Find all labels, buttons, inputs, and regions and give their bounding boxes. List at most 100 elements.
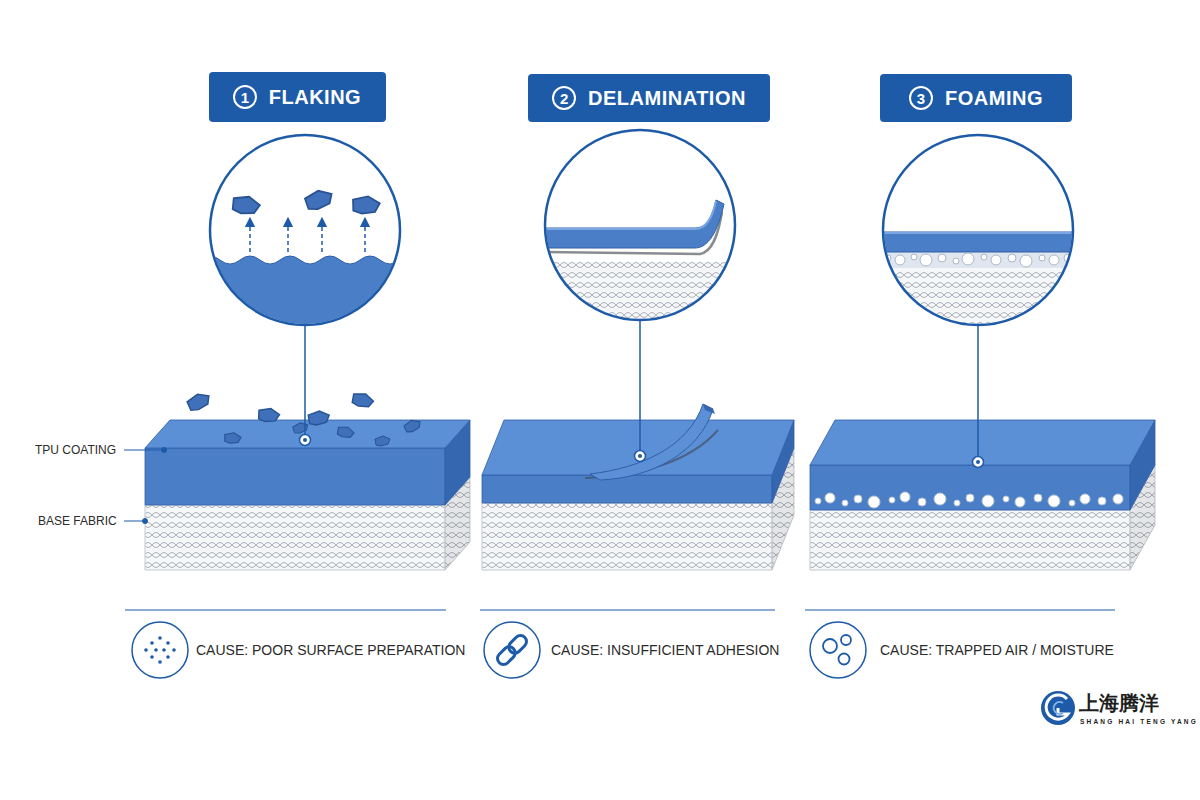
- part-label: TPU COATING: [35, 443, 116, 457]
- flaking-magnifier: [351, 194, 380, 216]
- foaming-block: [825, 493, 835, 503]
- foaming-magnifier: [1039, 255, 1045, 261]
- delamination-magnifier: [540, 200, 724, 248]
- heading-badge: 2 DELAMINATION: [528, 74, 770, 122]
- foaming-block: [954, 500, 960, 506]
- foaming-magnifier: [895, 255, 905, 265]
- foaming-block: [842, 500, 848, 506]
- bubbles-icon: [839, 654, 850, 665]
- delamination-block: [590, 404, 713, 480]
- separator-line: [125, 610, 446, 611]
- separator-line: [480, 610, 775, 611]
- foaming-magnifier: [938, 254, 946, 262]
- dots-icon: [132, 622, 188, 678]
- part-label: BASE FABRIC: [38, 514, 117, 528]
- logo-mark: [1054, 702, 1063, 714]
- foaming-magnifier: [878, 130, 1078, 333]
- foaming-magnifier: [883, 135, 1073, 325]
- foaming-block: [854, 495, 862, 503]
- dots-icon: [166, 655, 170, 659]
- flaking-block: [223, 431, 241, 445]
- foaming-block: [815, 492, 1123, 508]
- foaming-magnifier: [962, 253, 974, 265]
- foaming-magnifier: [981, 254, 987, 260]
- flaking-magnifier: [321, 222, 323, 252]
- heading-badge: 1 FLAKING: [209, 72, 386, 122]
- dots-icon: [150, 655, 154, 659]
- dots-icon: [166, 641, 170, 645]
- flaking-magnifier: [250, 222, 365, 252]
- leader-line: [162, 448, 167, 453]
- heading-text: DELAMINATION: [588, 87, 746, 110]
- bubbles-icon: [810, 622, 866, 678]
- flaking-block: [145, 448, 445, 505]
- cause-text: CAUSE: TRAPPED AIR / MOISTURE: [880, 642, 1114, 658]
- flaking-block: [145, 505, 445, 570]
- foaming-block: [900, 492, 910, 502]
- delamination-block: [482, 503, 772, 570]
- flaking-block: [186, 392, 212, 412]
- separator-line: [125, 610, 1115, 611]
- foaming-block: [1113, 494, 1123, 504]
- delamination-magnifier: [540, 201, 716, 229]
- foaming-block: [1048, 495, 1060, 507]
- foaming-magnifier: [1020, 255, 1032, 267]
- delamination-magnifier: [545, 130, 735, 320]
- foaming-magnifier: [911, 254, 917, 260]
- dots-icon: [144, 636, 176, 664]
- delamination-magnifier: [639, 320, 641, 451]
- chain-icon: [506, 633, 529, 656]
- dots-icon: [132, 622, 188, 678]
- foaming-block: [1080, 494, 1090, 504]
- cause-text: CAUSE: INSUFFICIENT ADHESION: [551, 642, 779, 658]
- foaming-block: [815, 498, 821, 504]
- callout-number: 2: [552, 86, 576, 110]
- foaming-magnifier: [953, 258, 959, 264]
- foaming-block: [1098, 497, 1106, 505]
- delamination-magnifier: [540, 125, 740, 462]
- callout-number: 1: [233, 85, 257, 109]
- flaking-block: [292, 422, 308, 434]
- foaming-block: [1003, 496, 1009, 502]
- flaking-magnifier: [300, 435, 311, 446]
- foaming-block: [934, 493, 946, 505]
- flaking-block: [375, 436, 390, 446]
- foaming-block: [889, 497, 895, 503]
- foaming-block: [966, 494, 974, 502]
- dots-icon: [150, 641, 154, 645]
- foaming-block: [810, 465, 1130, 510]
- flaking-block: [350, 390, 375, 410]
- flaking-magnifier: [304, 325, 306, 435]
- foaming-magnifier: [878, 232, 1078, 252]
- foaming-block: [868, 496, 880, 508]
- foaming-magnifier: [973, 457, 984, 468]
- foaming-magnifier: [878, 268, 1078, 333]
- cause-text: CAUSE: POOR SURFACE PREPARATION: [196, 642, 465, 658]
- flaking-magnifier: [200, 130, 420, 446]
- flaking-magnifier: [287, 222, 289, 252]
- dots-icon: [172, 648, 176, 652]
- bubbles-icon: [823, 639, 837, 653]
- dots-icon: [158, 636, 162, 640]
- dots-icon: [144, 648, 148, 652]
- leader-line: [143, 519, 148, 524]
- foaming-magnifier: [878, 232, 1078, 234]
- foaming-magnifier: [878, 130, 1078, 468]
- foaming-block: [1034, 494, 1042, 502]
- bubbles-icon: [841, 635, 851, 645]
- logo-text: 上海腾洋: [1079, 690, 1159, 717]
- logo-mark: [1046, 695, 1068, 719]
- flaking-magnifier: [210, 135, 400, 325]
- foaming-block: [810, 420, 1155, 570]
- foaming-magnifier: [976, 460, 980, 464]
- dots-icon: [158, 660, 162, 664]
- foaming-magnifier: [920, 254, 932, 266]
- separator-line: [805, 610, 1115, 611]
- leader-line: [124, 521, 143, 522]
- delamination-block: [703, 404, 715, 414]
- heading-text: FLAKING: [269, 86, 361, 109]
- chain-icon: [495, 633, 529, 667]
- heading-text: FOAMING: [945, 87, 1043, 110]
- flaking-magnifier: [230, 193, 261, 217]
